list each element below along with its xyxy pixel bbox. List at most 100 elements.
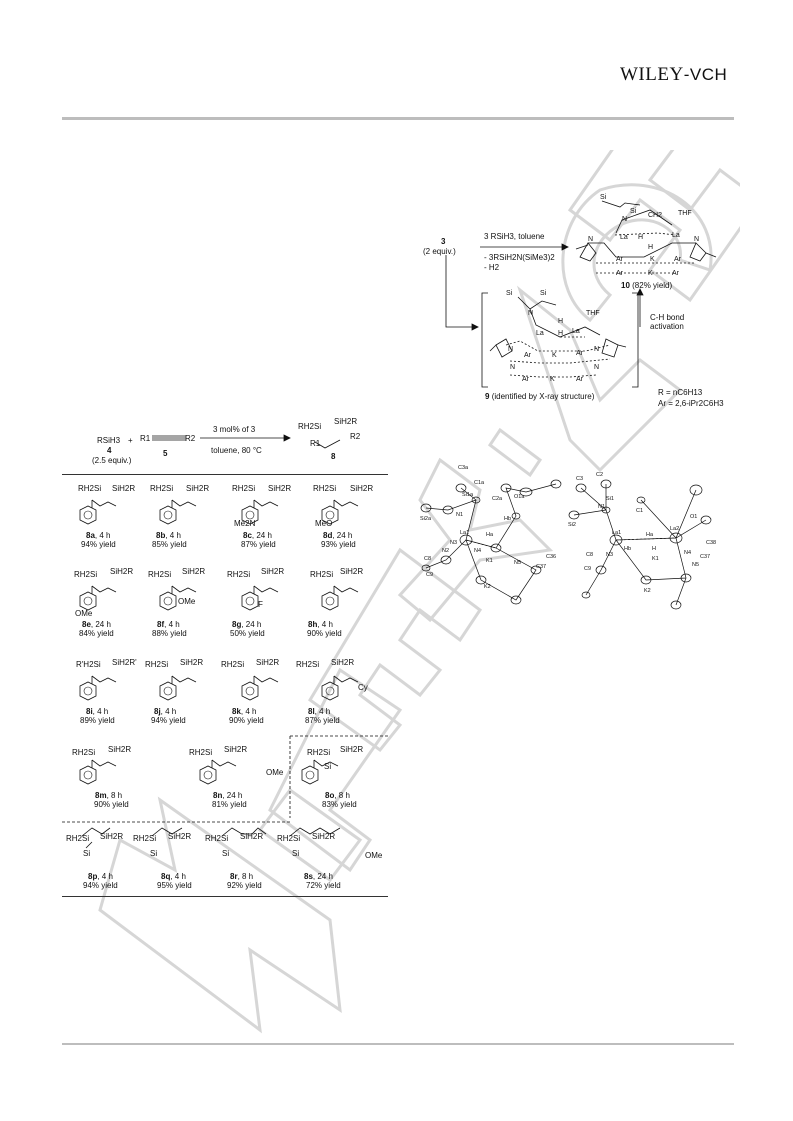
top-scheme-graphic: Si Si N CH2 THF La H La H N N Ar K Ar Ar…: [445, 194, 717, 388]
table-bottom-rule: [62, 896, 388, 897]
atom-thf-9: THF: [586, 310, 600, 317]
8o-right: SiH2R: [340, 745, 364, 754]
catalyst-text: 3 mol% of 3: [213, 425, 256, 434]
svg-text:K1: K1: [486, 558, 493, 564]
8l-sub: Cy: [358, 683, 368, 692]
8k-label: 8k, 4 h: [232, 707, 257, 716]
svg-text:C37: C37: [536, 564, 546, 570]
atom-si-9b: Si: [540, 290, 547, 297]
8j-left: RH2Si: [145, 660, 169, 669]
intermediate-9-caption: 9 (identified by X-ray structure): [485, 392, 594, 401]
product-10-caption: 10 (82% yield): [621, 281, 672, 290]
logo-sub-text: -VCH: [683, 65, 728, 84]
8m-label: 8m, 8 h: [95, 791, 123, 800]
8g-yield: 50% yield: [230, 629, 265, 638]
svg-text:Hb: Hb: [504, 516, 511, 522]
atom-h1-10: H: [638, 234, 643, 241]
8i-label: 8i, 4 h: [86, 707, 109, 716]
atom-ar1-9: Ar: [524, 352, 532, 359]
svg-text:K2: K2: [644, 588, 651, 594]
8b-right: SiH2R: [186, 484, 210, 493]
product-10-yield: (82% yield): [632, 281, 673, 290]
svg-text:Hb: Hb: [624, 546, 631, 552]
8j-label: 8j, 4 h: [154, 707, 177, 716]
atom-ar4-9: Ar: [576, 376, 584, 383]
svg-text:N4: N4: [474, 548, 481, 554]
svg-text:N3: N3: [606, 552, 613, 558]
svg-text:O1: O1: [690, 514, 697, 520]
8c-label: 8c, 24 h: [243, 531, 272, 540]
8n-left: RH2Si: [189, 748, 213, 757]
atom-ar1-10: Ar: [616, 256, 624, 263]
8b-left: RH2Si: [150, 484, 174, 493]
svg-text:H: H: [652, 546, 656, 552]
atom-si-9a: Si: [506, 290, 513, 297]
atom-n3-10: N: [694, 236, 699, 243]
8q-label: 8q, 4 h: [161, 872, 186, 881]
svg-text:Si1: Si1: [606, 496, 614, 502]
silane-number: 4: [107, 446, 112, 455]
region-dividers: [62, 735, 388, 823]
8l-right: SiH2R: [331, 658, 355, 667]
atom-ar2-9: Ar: [576, 350, 584, 357]
8i-right: SiH2R': [112, 658, 137, 667]
8c-sub: Me2N: [234, 519, 256, 528]
svg-text:K1: K1: [652, 556, 659, 562]
svg-text:C2: C2: [596, 472, 603, 478]
atom-n2-9: N: [508, 346, 513, 353]
8e-left: RH2Si: [74, 570, 98, 579]
8c-right: SiH2R: [268, 484, 292, 493]
8p-sub: Si: [83, 849, 91, 858]
8r-yield: 92% yield: [227, 881, 262, 890]
8m-left: RH2Si: [72, 748, 96, 757]
svg-text:N4: N4: [684, 550, 691, 556]
row4-structures: [79, 759, 339, 785]
atom-k2-9: K: [550, 376, 555, 383]
row2-structures: [79, 585, 359, 611]
atom-la1-10: La: [620, 234, 628, 241]
reagent-text: 3 RSiH3, toluene: [484, 232, 545, 241]
8o-yield: 83% yield: [322, 800, 357, 809]
arrow-to-9: [445, 255, 478, 328]
intermediate-9-label: 9: [485, 392, 490, 401]
r-definition: R = nC6H13: [658, 388, 703, 397]
intermediate-9-note: (identified by X-ray structure): [491, 392, 595, 401]
product-10-label: 10: [621, 281, 630, 290]
atom-ar4-10: Ar: [672, 270, 680, 277]
svg-text:Si2: Si2: [568, 522, 576, 528]
atom-la1-9: La: [536, 330, 544, 337]
8s-sub-si: Si: [292, 849, 300, 858]
atom-k1-10: K: [650, 256, 655, 263]
alkyne-triple-bond: [152, 435, 186, 441]
atom-n-10: N: [622, 216, 627, 223]
svg-text:C3a: C3a: [458, 465, 469, 471]
8g-right: SiH2R: [261, 567, 285, 576]
start-compound-equiv: (2 equiv.): [423, 247, 456, 256]
8g-label: 8g, 24 h: [232, 620, 262, 629]
8e-label: 8e, 24 h: [82, 620, 111, 629]
atom-h2-10: H: [648, 244, 653, 251]
svg-text:Ha: Ha: [486, 532, 494, 538]
atom-ar3-10: Ar: [616, 270, 624, 277]
svg-text:C9: C9: [584, 566, 591, 572]
8n-sub: OMe: [266, 768, 284, 777]
8o-sub: Si: [324, 762, 332, 771]
8h-yield: 90% yield: [307, 629, 342, 638]
8q-left: RH2Si: [133, 834, 157, 843]
logo-main-text: WILEY: [620, 64, 684, 85]
8i-yield: 89% yield: [80, 716, 115, 725]
ar-definition: Ar = 2,6-iPr2C6H3: [658, 399, 724, 408]
8f-yield: 88% yield: [152, 629, 187, 638]
atom-si-10b: Si: [630, 208, 637, 215]
8c-left: RH2Si: [232, 484, 256, 493]
svg-text:C1a: C1a: [474, 480, 485, 486]
8p-label: 8p, 4 h: [88, 872, 113, 881]
8a-right: SiH2R: [112, 484, 136, 493]
8b-yield: 85% yield: [152, 540, 187, 549]
8n-yield: 81% yield: [212, 800, 247, 809]
svg-text:La1: La1: [612, 530, 621, 536]
8d-label: 8d, 24 h: [323, 531, 353, 540]
8n-right: SiH2R: [224, 745, 248, 754]
8h-right: SiH2R: [340, 567, 364, 576]
svg-text:C2a: C2a: [492, 496, 503, 502]
